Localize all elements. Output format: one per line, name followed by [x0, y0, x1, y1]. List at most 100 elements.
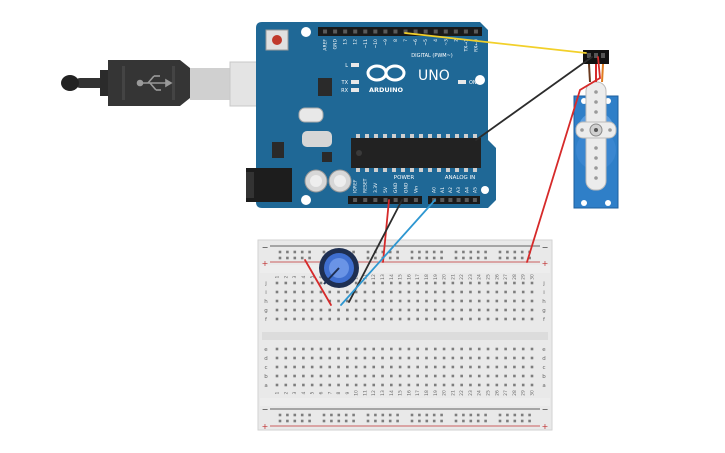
rail-hole[interactable] — [432, 419, 436, 423]
breadboard-hole[interactable] — [451, 374, 455, 378]
breadboard-hole[interactable] — [433, 365, 437, 369]
wire-rail-to-potentiometer[interactable] — [304, 259, 332, 306]
rail-hole[interactable] — [432, 413, 436, 417]
breadboard-hole[interactable] — [486, 356, 490, 360]
breadboard-hole[interactable] — [433, 356, 437, 360]
breadboard-hole[interactable] — [504, 347, 507, 351]
breadboard-hole[interactable] — [275, 308, 279, 312]
header-pin-hole[interactable] — [440, 198, 445, 202]
rail-hole[interactable] — [418, 413, 421, 417]
rail-hole[interactable] — [330, 419, 333, 423]
breadboard-hole[interactable] — [504, 317, 507, 321]
rail-hole[interactable] — [432, 250, 436, 254]
breadboard-hole[interactable] — [337, 299, 340, 303]
rail-hole[interactable] — [366, 413, 370, 417]
breadboard-hole[interactable] — [363, 347, 367, 351]
breadboard-hole[interactable] — [310, 299, 314, 303]
rail-hole[interactable] — [366, 250, 370, 254]
breadboard-hole[interactable] — [293, 299, 296, 303]
breadboard-hole[interactable] — [390, 365, 393, 369]
breadboard-hole[interactable] — [293, 374, 296, 378]
header-pin-hole[interactable] — [383, 198, 388, 202]
header-pin-hole[interactable] — [453, 29, 458, 34]
servo-horn[interactable] — [575, 81, 617, 191]
rail-hole[interactable] — [308, 250, 311, 254]
breadboard-hole[interactable] — [354, 347, 358, 351]
breadboard-hole[interactable] — [425, 281, 428, 285]
rail-hole[interactable] — [432, 256, 436, 260]
breadboard-hole[interactable] — [460, 347, 463, 351]
rail-hole[interactable] — [513, 250, 517, 254]
breadboard-hole[interactable] — [442, 281, 446, 285]
breadboard-hole[interactable] — [363, 281, 367, 285]
breadboard-hole[interactable] — [337, 317, 340, 321]
breadboard-hole[interactable] — [477, 299, 481, 303]
breadboard-hole[interactable] — [319, 317, 323, 321]
breadboard-hole[interactable] — [398, 356, 402, 360]
breadboard-hole[interactable] — [477, 356, 481, 360]
breadboard-hole[interactable] — [451, 290, 455, 294]
breadboard-hole[interactable] — [425, 365, 428, 369]
breadboard-hole[interactable] — [390, 317, 393, 321]
rail-hole[interactable] — [520, 250, 524, 254]
breadboard-hole[interactable] — [284, 356, 288, 360]
breadboard-hole[interactable] — [346, 365, 349, 369]
breadboard-hole[interactable] — [310, 281, 314, 285]
breadboard-hole[interactable] — [354, 281, 358, 285]
rail-hole[interactable] — [469, 256, 473, 260]
rail-hole[interactable] — [454, 250, 458, 254]
rail-hole[interactable] — [322, 413, 326, 417]
breadboard-hole[interactable] — [293, 290, 296, 294]
breadboard-hole[interactable] — [328, 374, 332, 378]
header-pin-hole[interactable] — [448, 198, 453, 202]
breadboard-hole[interactable] — [469, 365, 472, 369]
breadboard-hole[interactable] — [469, 374, 472, 378]
breadboard-hole[interactable] — [469, 317, 472, 321]
rail-hole[interactable] — [440, 419, 443, 423]
breadboard-hole[interactable] — [495, 383, 499, 387]
rail-hole[interactable] — [528, 419, 531, 423]
header-pin-hole[interactable] — [373, 198, 378, 202]
breadboard-hole[interactable] — [381, 281, 384, 285]
breadboard-hole[interactable] — [513, 374, 516, 378]
rail-hole[interactable] — [278, 250, 282, 254]
rail-hole[interactable] — [344, 419, 348, 423]
rail-hole[interactable] — [513, 413, 517, 417]
rail-hole[interactable] — [330, 413, 333, 417]
breadboard-hole[interactable] — [433, 374, 437, 378]
rail-hole[interactable] — [293, 413, 297, 417]
breadboard-hole[interactable] — [407, 290, 411, 294]
breadboard-hole[interactable] — [381, 383, 384, 387]
breadboard-hole[interactable] — [451, 356, 455, 360]
rail-hole[interactable] — [484, 256, 487, 260]
rail-hole[interactable] — [528, 256, 531, 260]
rail-hole[interactable] — [418, 419, 421, 423]
breadboard-hole[interactable] — [513, 356, 516, 360]
breadboard-hole[interactable] — [310, 317, 314, 321]
breadboard-hole[interactable] — [442, 308, 446, 312]
breadboard-hole[interactable] — [407, 299, 411, 303]
breadboard-hole[interactable] — [530, 308, 534, 312]
breadboard-hole[interactable] — [293, 317, 296, 321]
breadboard-hole[interactable] — [425, 374, 428, 378]
breadboard-hole[interactable] — [319, 374, 323, 378]
breadboard-hole[interactable] — [495, 356, 499, 360]
header-pin-hole[interactable] — [464, 198, 469, 202]
breadboard-hole[interactable] — [504, 281, 507, 285]
breadboard-hole[interactable] — [407, 383, 411, 387]
breadboard-hole[interactable] — [302, 356, 305, 360]
breadboard-hole[interactable] — [486, 281, 490, 285]
breadboard-hole[interactable] — [328, 383, 332, 387]
breadboard-hole[interactable] — [486, 374, 490, 378]
breadboard-hole[interactable] — [302, 299, 305, 303]
breadboard-hole[interactable] — [275, 356, 279, 360]
breadboard-hole[interactable] — [293, 383, 296, 387]
rail-hole[interactable] — [337, 419, 341, 423]
breadboard-hole[interactable] — [416, 383, 419, 387]
rail-hole[interactable] — [418, 256, 421, 260]
breadboard-hole[interactable] — [275, 383, 279, 387]
breadboard-hole[interactable] — [530, 290, 534, 294]
breadboard-hole[interactable] — [310, 347, 314, 351]
breadboard-hole[interactable] — [390, 290, 393, 294]
